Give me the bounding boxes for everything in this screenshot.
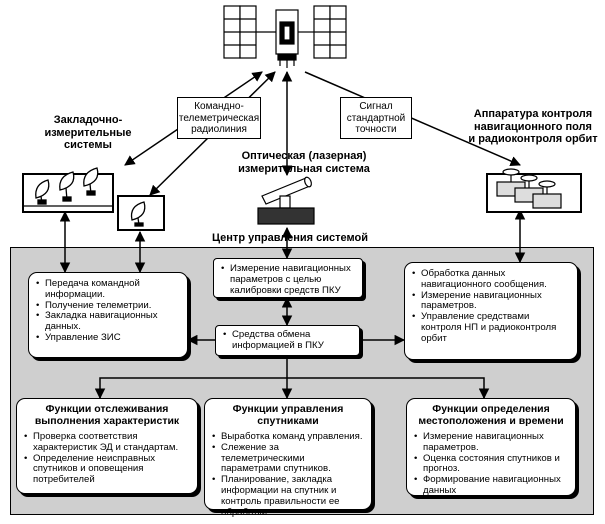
optical-system-title: Оптическая (лазерная) измерительная сист… [238,150,370,175]
time-signal-label: Сигнал стандартной точности [340,97,412,139]
right-box-item: Управление средствами контроля НП и ради… [411,311,571,344]
right-box-item: Обработка данных навигационного сообщени… [411,268,571,291]
bottom-right-item: Оценка состояния спутников и прогноз. [413,453,569,476]
left-box-item: Передача командной информации. [35,278,181,301]
bottom-center-box-satellite-control: Функции управления спутниками Выработка … [204,398,372,518]
uploading-systems-title: Закладочно- измерительные системы [44,114,132,151]
command-link-label: Командно- телеметрическая радиолиния [177,97,261,139]
bottom-left-box-performance: Функции отслеживания выполнения характер… [16,398,198,494]
bottom-center-item: Слежение за телеметрическими параметрами… [211,442,365,475]
left-box-item: Закладка навигационных данных. [35,311,181,333]
left-box-uploading-functions: Передача командной информации. Получение… [28,272,188,358]
ground-antenna-icon [22,167,165,231]
bottom-right-box-positioning: Функции определения местоположения и вре… [406,398,576,496]
right-box-nav-processing: Обработка данных навигационного сообщени… [404,262,578,360]
bottom-center-title: Функции управления спутниками [232,403,344,427]
right-box-item: Измерение навигационных параметров. [411,290,571,313]
bottom-left-title: Функции отслеживания выполнения характер… [34,403,180,427]
nav-field-control-title: Аппаратура контроля навигационного поля … [468,108,598,145]
bottom-left-item: Проверка соответствия характеристик ЭД и… [23,431,191,454]
bottom-center-item: Планирование, закладка информации на спу… [211,474,365,518]
mid-center-box-data-exchange: Средства обмена информацией в ПКУ [215,325,360,356]
left-box-item: Получение телеметрии. [35,300,181,312]
satellite-icon [223,5,347,68]
bottom-right-item: Измерение навигационных параметров. [413,431,569,454]
mid-center-item: Средства обмена информацией в ПКУ [222,329,353,352]
control-center-title: Центр управления системой [212,232,368,244]
bottom-right-title: Функции определения местоположения и вре… [418,403,564,427]
bottom-center-item: Выработка команд управления. [211,431,365,443]
bottom-right-item: Формирование навигационных данных [413,474,569,497]
left-box-item: Управление ЗИС [35,332,181,344]
top-center-box-calibration: Измерение навигационных параметров с цел… [213,258,363,298]
bottom-left-item: Определение неисправных спутников и опов… [23,453,191,486]
monitor-station-icon [486,168,582,213]
top-center-item: Измерение навигационных параметров с цел… [220,263,356,296]
laser-telescope-icon [257,176,315,225]
